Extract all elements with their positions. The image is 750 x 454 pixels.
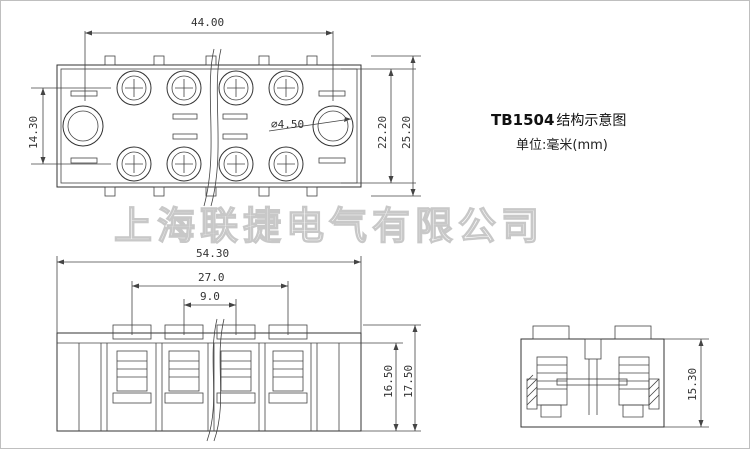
- dim-17-5-label: 17.50: [402, 365, 415, 398]
- screws-top-row: [116, 70, 304, 106]
- dim-44: 44.00: [84, 16, 334, 101]
- mounting-hole-left: [62, 105, 104, 147]
- dim-22-2-label: 22.20: [376, 116, 389, 149]
- side-view-body: [520, 338, 665, 428]
- dim-16-5: 16.50: [361, 342, 421, 432]
- mounting-hole-right: [312, 105, 354, 147]
- dim-27-label: 27.0: [198, 271, 225, 284]
- front-view-terminals: [112, 324, 308, 404]
- break-lines-front-view: [206, 318, 225, 442]
- hole-diameter-callout: ⌀4.50: [268, 117, 352, 132]
- dim-9-label: 9.0: [200, 290, 220, 303]
- dim-15-3: 15.30: [664, 338, 709, 428]
- dim-44-label: 44.00: [191, 16, 224, 29]
- dim-22-2: 22.20: [341, 68, 416, 184]
- dim-54-3-label: 54.30: [196, 247, 229, 260]
- dim-25-2: 25.20: [371, 55, 421, 197]
- side-view-section-hatch: [526, 356, 660, 418]
- top-view: 44.00 14.30 ⌀4.50 22.20: [27, 16, 421, 207]
- top-view-edge-tabs: [104, 55, 318, 197]
- dim-17-5: 17.50: [363, 324, 421, 431]
- top-view-slot-marks: [70, 90, 346, 164]
- dim-27: 27.0: [131, 271, 289, 335]
- break-lines-top-view: [203, 48, 222, 207]
- front-view-ribs: [78, 343, 340, 431]
- hole-diameter-label: ⌀4.50: [271, 118, 304, 131]
- front-view-body: [56, 332, 362, 432]
- dim-25-2-label: 25.20: [400, 116, 413, 149]
- screws-bottom-row: [116, 146, 304, 182]
- dim-9: 9.0: [183, 290, 237, 335]
- dim-16-5-label: 16.50: [382, 365, 395, 398]
- front-view: 54.30 27.0 9.0 16.50: [56, 247, 421, 442]
- dim-15-3-label: 15.30: [686, 368, 699, 401]
- company-watermark: 上海联捷电气有限公司: [114, 204, 544, 248]
- dim-54-3: 54.30: [56, 247, 362, 333]
- side-view: 15.30: [520, 325, 709, 428]
- dim-14-3: 14.30: [27, 87, 111, 165]
- unit-label: 单位:毫米(mm): [516, 137, 608, 153]
- dim-14-3-label: 14.30: [27, 116, 40, 149]
